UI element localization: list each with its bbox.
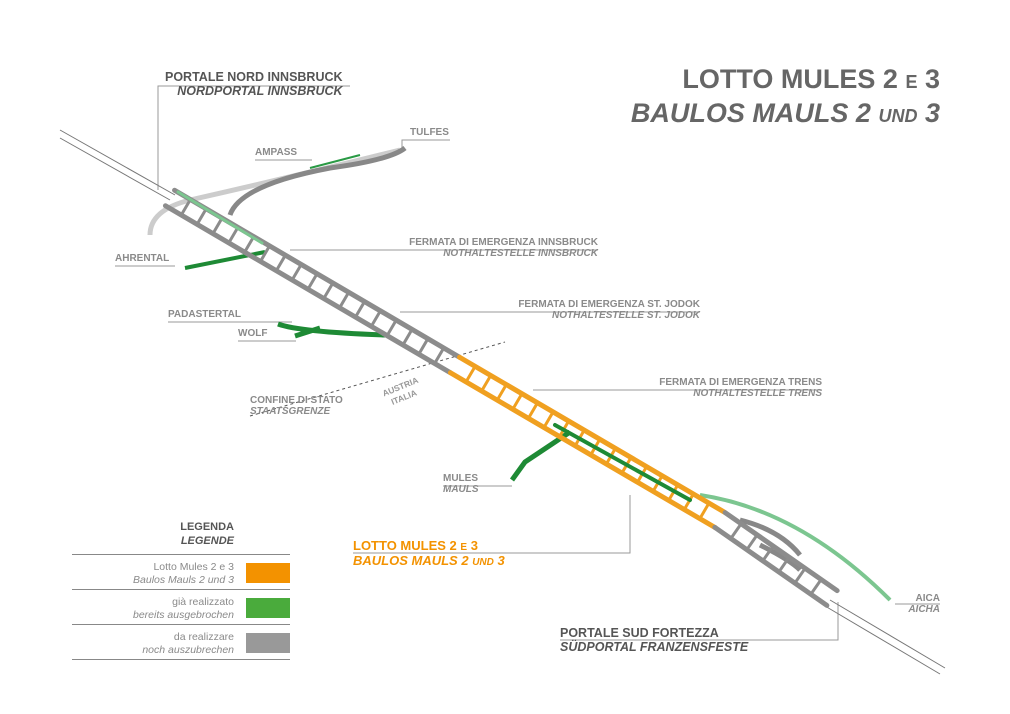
built-section — [176, 190, 264, 245]
legend-swatch-orange — [246, 563, 290, 583]
aica-tunnel — [699, 493, 892, 602]
cross-passage — [195, 207, 208, 226]
cross-passage — [274, 253, 287, 273]
tunnel-tube — [712, 524, 830, 608]
tunnel-tube — [447, 370, 718, 531]
cross-passage — [495, 383, 508, 402]
title-it: LOTTO MULES 2 — [682, 64, 898, 94]
cross-passage — [243, 235, 256, 254]
page-title: LOTTO MULES 2 E 3 BAULOS MAULS 2 UND 3 — [631, 64, 940, 132]
mules-tunnel — [509, 429, 572, 482]
tunnel-tube — [457, 354, 728, 515]
legend-swatch-green — [246, 598, 290, 618]
cross-passage — [793, 566, 807, 585]
cross-passage — [306, 272, 319, 291]
ampass-tunnel — [309, 154, 361, 169]
cross-passage — [322, 281, 335, 301]
rail-north — [59, 129, 176, 201]
label-ahrental: AHRENTAL — [115, 253, 170, 264]
label-ampass: AMPASS — [255, 147, 298, 158]
rail-south — [824, 599, 946, 675]
title-n2: 3 — [924, 98, 940, 128]
padastertal-tunnel — [277, 321, 386, 339]
cross-passage — [338, 290, 351, 310]
cross-passage — [729, 522, 743, 541]
cross-passage — [526, 401, 539, 420]
tulfes-bypass — [147, 147, 401, 236]
cross-passage — [511, 392, 524, 411]
cross-passage — [385, 318, 398, 338]
cross-passage — [290, 262, 303, 282]
cross-passage — [761, 544, 775, 563]
legend-title: LEGENDA — [180, 521, 234, 533]
cross-passage — [417, 337, 430, 356]
cross-passage — [480, 373, 493, 393]
south-connection — [739, 517, 802, 572]
border-line — [249, 341, 506, 417]
cross-passage — [369, 309, 382, 328]
title-e: E — [905, 72, 918, 92]
cross-passage — [401, 327, 414, 347]
main-tunnel — [162, 187, 840, 608]
cross-passage — [353, 300, 367, 319]
cross-passage — [464, 364, 477, 384]
cross-passage — [227, 225, 240, 245]
title-de: BAULOS MAULS 2 — [630, 98, 871, 128]
tunnel-tube — [722, 510, 840, 594]
label-wolf: WOLF — [238, 328, 268, 339]
cross-passage — [211, 216, 224, 236]
cross-passage — [809, 577, 823, 596]
tulfes-tunnel — [227, 145, 407, 216]
cross-passage — [542, 410, 555, 429]
leader-lines — [115, 85, 940, 641]
label-padastertal: PADASTERTAL — [168, 309, 241, 320]
cross-passage — [179, 198, 192, 217]
built-section — [553, 423, 692, 502]
cross-passage — [745, 533, 759, 552]
cross-passage — [777, 555, 791, 574]
cross-passage — [682, 492, 695, 512]
title-n: 3 — [924, 64, 940, 94]
legend-swatch-grey — [246, 633, 290, 653]
legend-subtitle: LEGENDE — [180, 535, 234, 547]
title-und: UND — [878, 106, 918, 126]
label-tulfes: TULFES — [410, 127, 449, 138]
cross-passage — [698, 501, 711, 521]
cross-passage — [433, 346, 446, 365]
cross-passage — [258, 244, 272, 263]
